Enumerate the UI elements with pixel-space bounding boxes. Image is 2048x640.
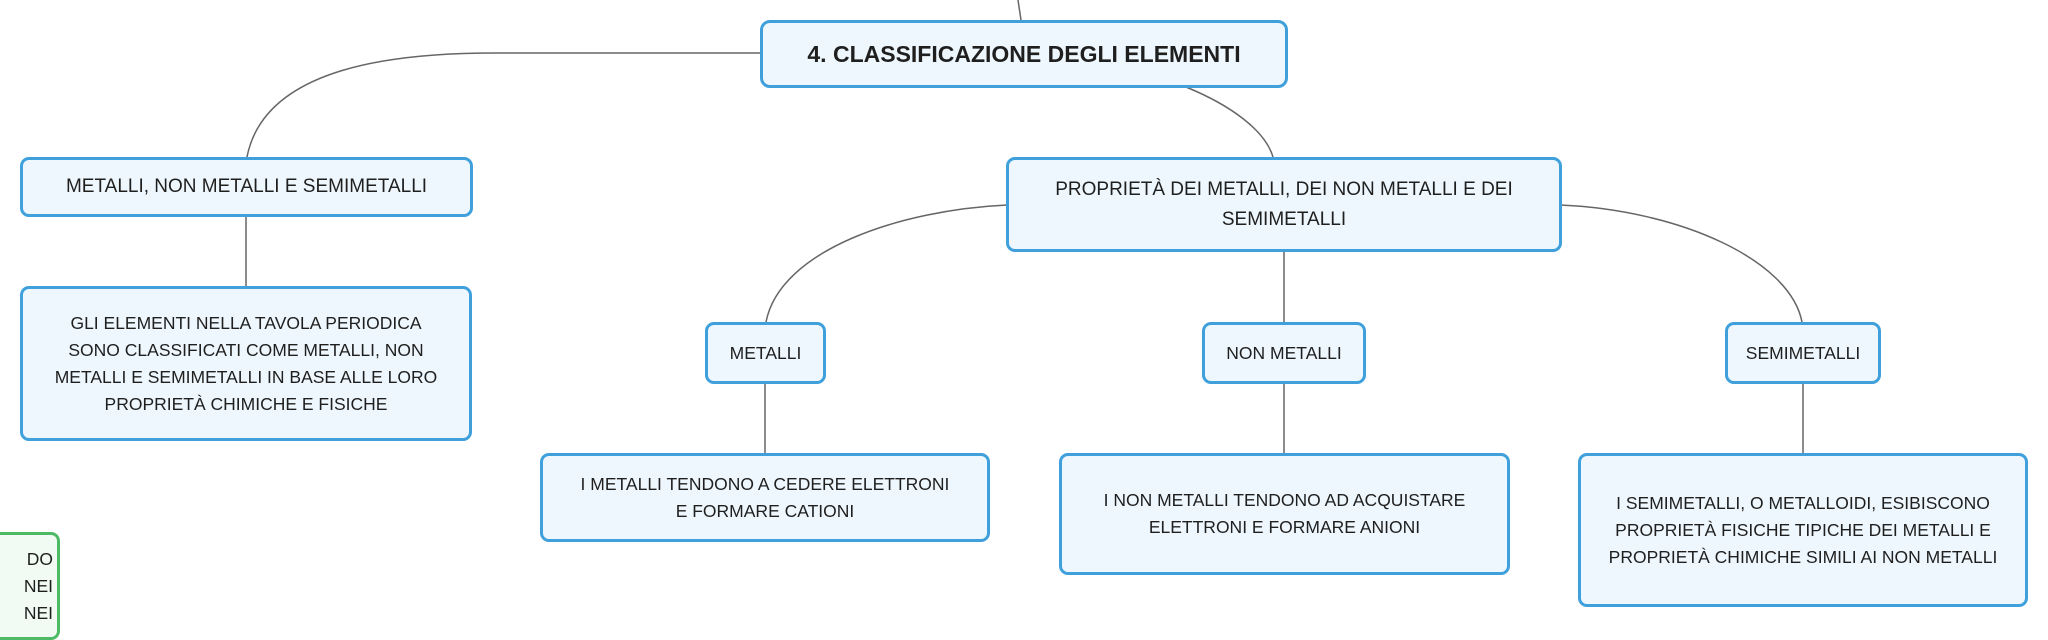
non-metalli-description-node[interactable]: I NON METALLI TENDONO AD ACQUISTARE ELET…	[1059, 453, 1510, 575]
metalli-label: METALLI	[729, 342, 802, 363]
connector-root-to-metals-group	[246, 52, 760, 158]
non-metalli-node[interactable]: NON METALLI	[1202, 322, 1366, 384]
connector-lines	[245, 0, 1804, 453]
non-metalli-label: NON METALLI	[1226, 342, 1342, 363]
root-topic-text: 4. CLASSIFICAZIONE DEGLI ELEMENTI	[807, 40, 1241, 67]
connector-properties-to-metalli	[765, 204, 1008, 323]
root-topic-node[interactable]: 4. CLASSIFICAZIONE DEGLI ELEMENTI	[760, 20, 1288, 88]
metalli-node[interactable]: METALLI	[705, 322, 826, 384]
classification-text: GLI ELEMENTI NELLA TAVOLA PERIODICA SONO…	[54, 312, 438, 414]
properties-group-text: PROPRIETÀ DEI METALLI, DEI NON METALLI E…	[1055, 178, 1513, 230]
properties-group-node[interactable]: PROPRIETÀ DEI METALLI, DEI NON METALLI E…	[1006, 157, 1562, 252]
semimetalli-description-node[interactable]: I SEMIMETALLI, O METALLOIDI, ESIBISCONO …	[1578, 453, 2028, 607]
connector-root-to-parent	[1017, 0, 1022, 21]
non-metalli-description: I NON METALLI TENDONO AD ACQUISTARE ELET…	[1103, 490, 1466, 537]
metalli-description-node[interactable]: I METALLI TENDONO A CEDERE ELETTRONI E F…	[540, 453, 990, 542]
partial-offscreen-node[interactable]: DO NEI NEI	[0, 532, 60, 640]
metals-group-text: METALLI, NON METALLI E SEMIMETALLI	[65, 176, 428, 197]
semimetalli-node[interactable]: SEMIMETALLI	[1725, 322, 1881, 384]
semimetalli-label: SEMIMETALLI	[1745, 342, 1861, 363]
classification-text-node[interactable]: GLI ELEMENTI NELLA TAVOLA PERIODICA SONO…	[20, 286, 472, 441]
partial-offscreen-text: DO NEI NEI	[23, 548, 53, 623]
connector-root-to-properties-group	[1185, 86, 1274, 158]
metals-group-node[interactable]: METALLI, NON METALLI E SEMIMETALLI	[20, 157, 473, 217]
metalli-description: I METALLI TENDONO A CEDERE ELETTRONI E F…	[580, 473, 950, 521]
semimetalli-description: I SEMIMETALLI, O METALLOIDI, ESIBISCONO …	[1608, 492, 1998, 567]
connector-properties-to-semimetalli	[1559, 204, 1803, 323]
